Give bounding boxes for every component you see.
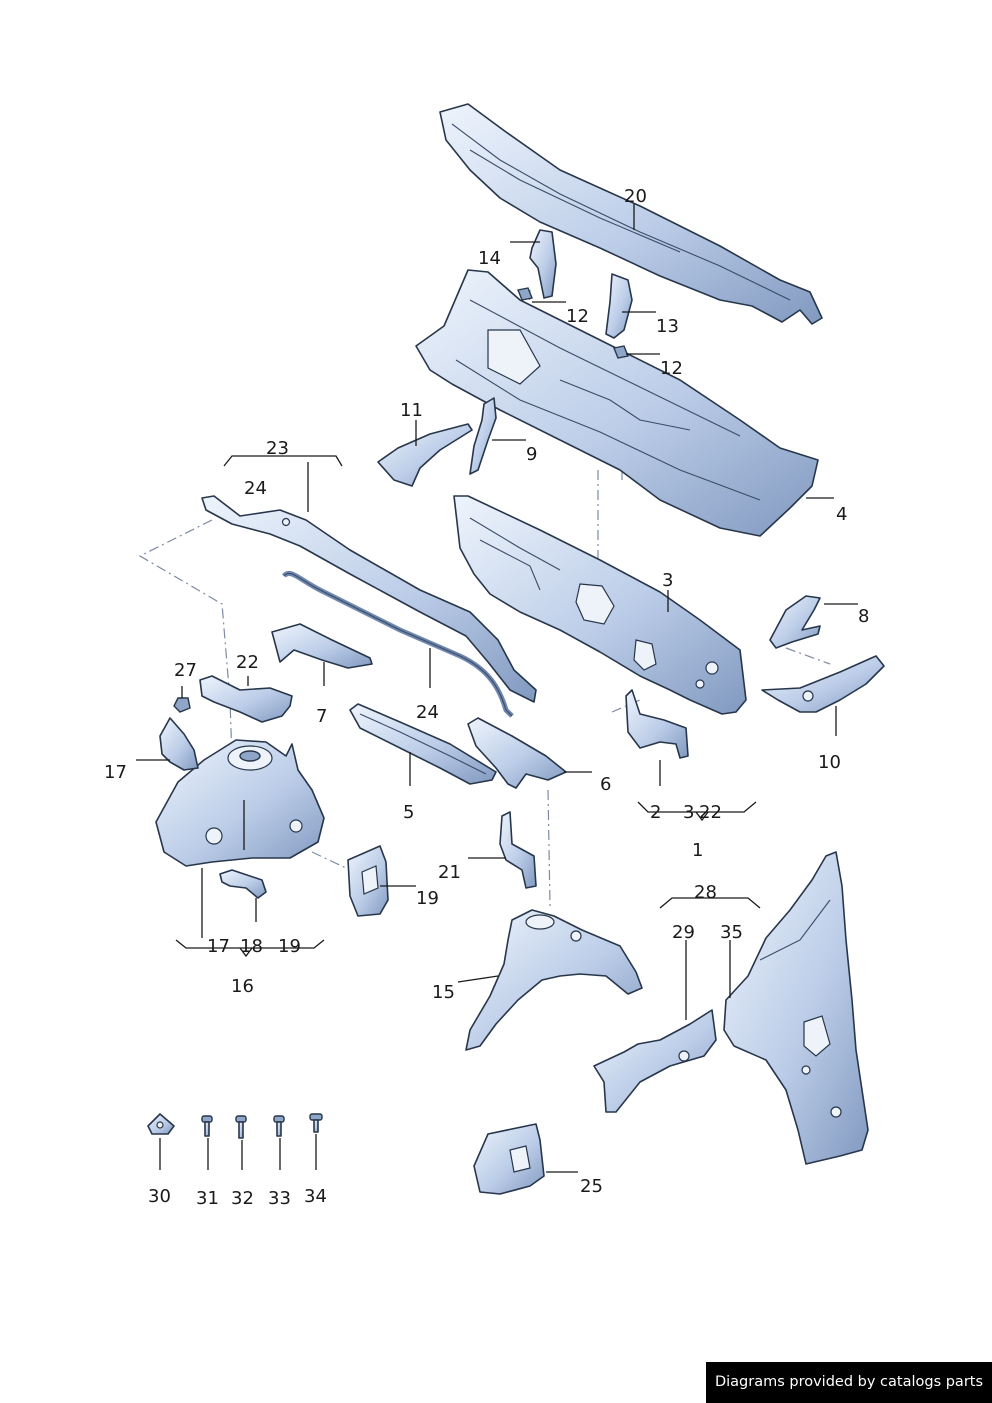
- part-6-rail: [467, 717, 567, 789]
- callout-6: 6: [600, 774, 611, 795]
- part-20-plenum-top: [439, 103, 823, 325]
- callout-34: 34: [304, 1186, 327, 1207]
- part-18-bracket: [219, 869, 267, 899]
- part-24-lower-rod: [282, 570, 514, 718]
- part-32-screw: [235, 1115, 247, 1139]
- callout-4: 4: [836, 504, 847, 525]
- part-5-rail: [349, 703, 497, 785]
- callout-12: 12: [660, 358, 683, 379]
- callout-17: 17: [207, 936, 230, 957]
- part-4-plenum-panel: [415, 269, 819, 537]
- part-31-screw: [201, 1115, 213, 1137]
- callout-3: 3: [683, 802, 694, 823]
- part-33-screw: [273, 1115, 285, 1137]
- callout-5: 5: [403, 802, 414, 823]
- callout-22: 22: [236, 652, 259, 673]
- callout-22: 22: [699, 802, 722, 823]
- part-12-clip-a: [517, 287, 533, 301]
- callout-11: 11: [400, 400, 423, 421]
- callout-29: 29: [672, 922, 695, 943]
- part-30-nut: [147, 1113, 175, 1135]
- callout-28: 28: [694, 882, 717, 903]
- callout-24: 24: [244, 478, 267, 499]
- callout-23: 23: [266, 438, 289, 459]
- callout-17: 17: [104, 762, 127, 783]
- part-7-bracket: [271, 623, 373, 669]
- callout-10: 10: [818, 752, 841, 773]
- part-27-bolt: [173, 697, 191, 713]
- callout-14: 14: [478, 248, 501, 269]
- callout-7: 7: [316, 706, 327, 727]
- part-3-bulkhead: [453, 495, 747, 715]
- part-2-strap: [625, 689, 689, 759]
- part-21-bracket: [499, 811, 537, 889]
- part-25-bracket: [473, 1123, 545, 1195]
- callout-12: 12: [566, 306, 589, 327]
- callout-24: 24: [416, 702, 439, 723]
- callout-2: 2: [650, 802, 661, 823]
- callout-16: 16: [231, 976, 254, 997]
- part-24-upper-strut: [201, 495, 537, 703]
- leader-lines: [136, 204, 858, 1173]
- part-12-clip-b: [613, 345, 629, 359]
- credit-banner: Diagrams provided by catalogs parts: [706, 1362, 992, 1403]
- part-8-bracket: [769, 595, 821, 649]
- part-22-bracket: [199, 675, 293, 723]
- part-9-bracket: [469, 397, 497, 475]
- part-15-strut-tower: [465, 909, 643, 1051]
- callout-15: 15: [432, 982, 455, 1003]
- callout-27: 27: [174, 660, 197, 681]
- callout-32: 32: [231, 1188, 254, 1209]
- callout-9: 9: [526, 444, 537, 465]
- part-35-a-pillar: [723, 851, 869, 1165]
- part-29-inner-panel: [593, 1009, 717, 1113]
- callout-21: 21: [438, 862, 461, 883]
- part-14-bracket: [529, 229, 557, 299]
- part-17-strut-tower: [155, 739, 325, 867]
- callout-1: 1: [692, 840, 703, 861]
- callout-13: 13: [656, 316, 679, 337]
- callout-33: 33: [268, 1188, 291, 1209]
- callout-19: 19: [416, 888, 439, 909]
- callout-20: 20: [624, 186, 647, 207]
- callout-19: 19: [278, 936, 301, 957]
- callout-18: 18: [240, 936, 263, 957]
- callout-31: 31: [196, 1188, 219, 1209]
- part-10-bracket: [761, 655, 885, 713]
- callout-8: 8: [858, 606, 869, 627]
- part-13-bracket: [605, 273, 633, 339]
- part-19-bracket: [347, 845, 389, 917]
- part-17-bracket: [159, 717, 199, 771]
- callout-3: 3: [662, 570, 673, 591]
- callout-35: 35: [720, 922, 743, 943]
- part-11-bracket: [377, 423, 473, 487]
- callout-30: 30: [148, 1186, 171, 1207]
- part-34-screw: [309, 1113, 323, 1133]
- callout-labels: 20 14 12 13 12 11 9 23 24 4 3 8 27 22 7 …: [104, 186, 869, 1209]
- callout-25: 25: [580, 1176, 603, 1197]
